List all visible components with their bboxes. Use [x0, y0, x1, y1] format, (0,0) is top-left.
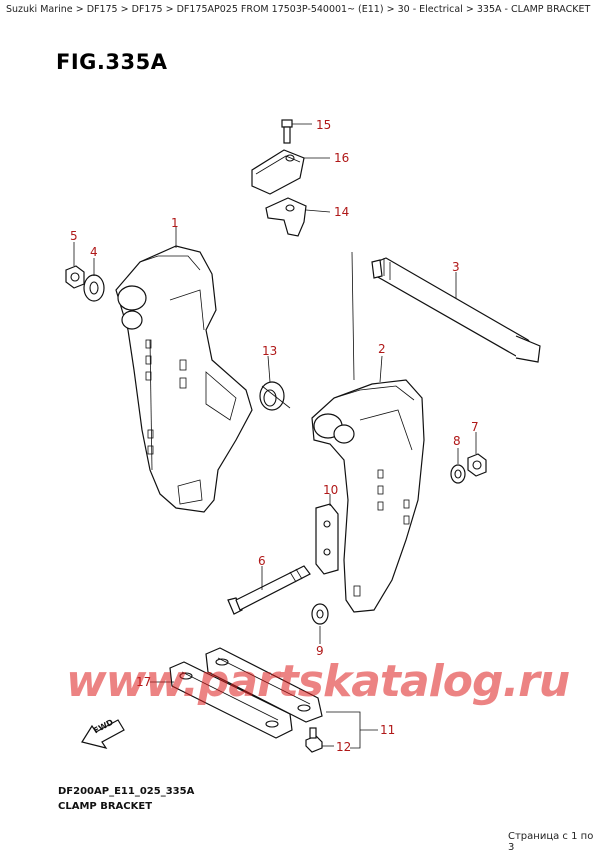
part-1-clamp-bracket-left[interactable]: [115, 226, 253, 513]
figure-title: FIG.335A: [56, 50, 168, 74]
callout-6[interactable]: 6: [258, 554, 266, 568]
part-15-bolt[interactable]: [281, 119, 312, 144]
callout-5[interactable]: 5: [70, 229, 78, 243]
breadcrumb-item-4[interactable]: 30 - Electrical: [397, 4, 463, 15]
callout-4[interactable]: 4: [90, 245, 98, 259]
callout-2[interactable]: 2: [378, 342, 386, 356]
callout-17[interactable]: 17: [136, 675, 152, 689]
callout-10[interactable]: 10: [323, 483, 339, 497]
breadcrumb-sep: >: [386, 4, 395, 15]
watermark: www.partskatalog.ru: [66, 656, 570, 707]
breadcrumb-item-2[interactable]: DF175: [131, 4, 163, 15]
breadcrumb-sep: >: [120, 4, 129, 15]
part-16-cover[interactable]: [251, 149, 330, 195]
breadcrumb-sep: >: [465, 4, 474, 15]
part-3-tilt-tube[interactable]: [351, 251, 541, 381]
figure-code: DF200AP_E11_025_335A: [58, 786, 195, 797]
breadcrumb-item-3[interactable]: DF175AP025 FROM 17503P-540001~ (E11): [176, 4, 384, 15]
part-4-washer[interactable]: [83, 258, 105, 302]
breadcrumb-item-5: 335A - CLAMP BRACKET: [476, 4, 591, 15]
callout-12[interactable]: 12: [336, 740, 352, 754]
callout-8[interactable]: 8: [453, 434, 461, 448]
part-11-plate[interactable]: [205, 647, 378, 749]
fwd-arrow-icon: [81, 719, 125, 749]
part-14-plate[interactable]: [265, 197, 331, 237]
callout-14[interactable]: 14: [334, 205, 350, 219]
part-9-washer[interactable]: [311, 603, 329, 644]
part-17-plate[interactable]: [150, 661, 293, 739]
breadcrumb-item-1[interactable]: DF175: [86, 4, 118, 15]
callout-7[interactable]: 7: [471, 420, 479, 434]
callout-13[interactable]: 13: [262, 344, 278, 358]
part-2-clamp-bracket-right[interactable]: [311, 355, 425, 613]
part-5-nut[interactable]: [65, 242, 85, 289]
figure-caption: CLAMP BRACKET: [58, 801, 153, 812]
callout-9[interactable]: 9: [316, 644, 324, 658]
breadcrumb-sep: >: [75, 4, 84, 15]
part-10-plate[interactable]: [315, 494, 339, 575]
callout-15[interactable]: 15: [316, 118, 332, 132]
pager: Страница с 1 по 3: [508, 831, 594, 853]
part-12-bolt[interactable]: [305, 727, 334, 753]
breadcrumb-item-0[interactable]: Suzuki Marine: [6, 4, 73, 15]
breadcrumb-sep: >: [165, 4, 174, 15]
part-6-bolt[interactable]: [227, 565, 311, 615]
callout-3[interactable]: 3: [452, 260, 460, 274]
callout-1[interactable]: 1: [171, 216, 179, 230]
breadcrumb: Suzuki Marine > DF175 > DF175 > DF175AP0…: [6, 4, 590, 15]
callout-11[interactable]: 11: [380, 723, 396, 737]
part-8-washer[interactable]: [450, 448, 466, 484]
callout-16[interactable]: 16: [334, 151, 350, 165]
part-13-grommet[interactable]: [259, 355, 291, 411]
part-7-nut[interactable]: [467, 432, 487, 477]
